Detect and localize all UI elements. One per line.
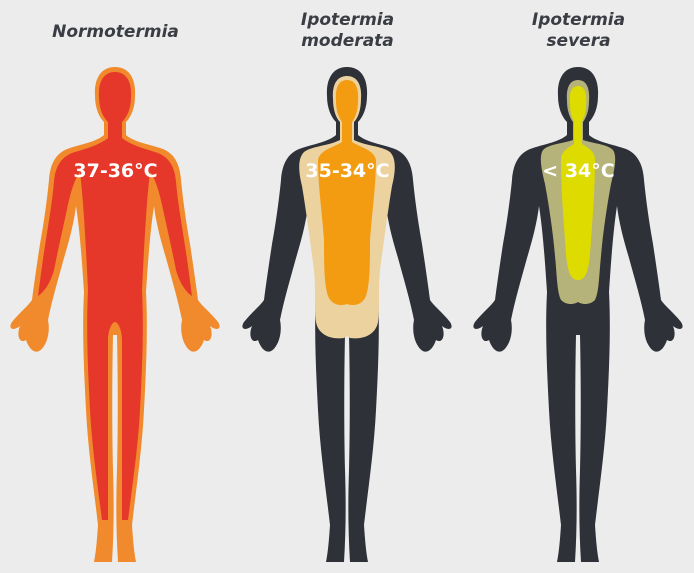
body-silhouette-severe <box>463 0 694 573</box>
temperature-label: 37-36°C <box>0 160 231 182</box>
figure-moderate-hypothermia: Ipotermia moderata 35-34°C <box>232 0 463 573</box>
temperature-label: 35-34°C <box>232 160 463 182</box>
body-silhouette-moderate <box>232 0 463 573</box>
core-temperature-zone <box>318 80 376 305</box>
figure-normothermia: Normotermia 37-36°C <box>0 0 231 573</box>
core-temperature-zone <box>38 72 192 520</box>
figure-severe-hypothermia: Ipotermia severa < 34°C <box>463 0 694 573</box>
body-silhouette-normothermia <box>0 0 231 573</box>
temperature-label: < 34°C <box>463 160 694 182</box>
